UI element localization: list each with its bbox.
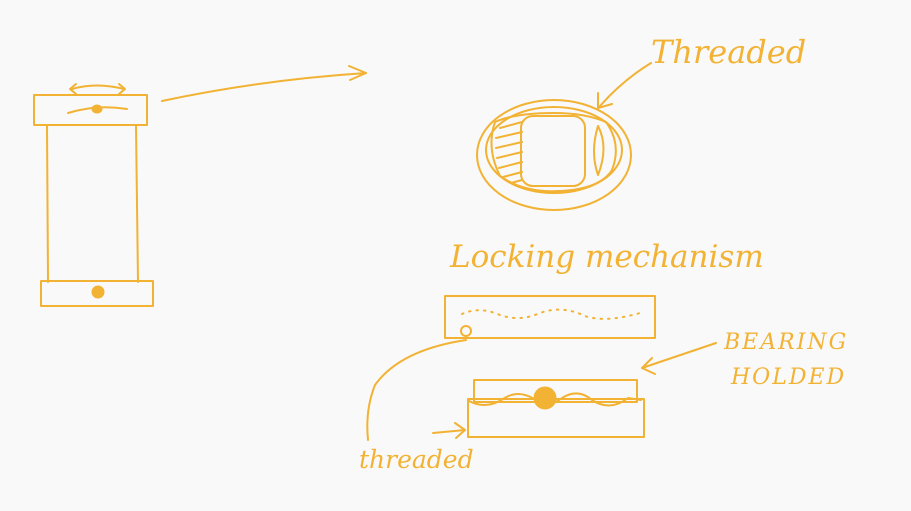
threaded-label-arrow xyxy=(598,63,651,108)
locking-bar-thread-marker xyxy=(461,326,471,336)
label-holded: HOLDED xyxy=(730,365,846,390)
label-locking-mechanism: Locking mechanism xyxy=(449,239,764,275)
threaded-bottom-pointer xyxy=(433,430,465,433)
device-top-cap xyxy=(34,95,147,125)
pointer-arrow-shaft xyxy=(162,73,366,101)
threaded-ring xyxy=(477,100,631,210)
rotation-arrow-icon xyxy=(70,84,125,94)
ring-thread-shading-right xyxy=(594,126,604,175)
label-bearing: BEARING xyxy=(723,330,848,355)
bearing-ball xyxy=(534,387,556,409)
cap-pin-dot xyxy=(92,105,102,113)
threaded-arrow-shaft xyxy=(600,63,651,106)
ring-center-bore xyxy=(521,116,585,186)
device-assembly xyxy=(34,84,153,306)
locking-bar-thread-dots xyxy=(462,310,640,319)
base-pin-dot xyxy=(92,286,104,298)
label-threaded-top: Threaded xyxy=(651,33,806,71)
bearing-holded-arrow-shaft xyxy=(642,343,716,368)
bearing-holded-arrow xyxy=(642,343,716,374)
device-body xyxy=(47,126,138,282)
threaded-bottom-arrow xyxy=(367,340,466,440)
bearing-holder xyxy=(468,380,644,437)
pointer-arrow-right xyxy=(162,66,366,101)
locking-bar xyxy=(445,296,655,338)
threaded-bottom-curve xyxy=(367,340,466,440)
rotation-arc xyxy=(72,86,124,90)
label-threaded-bottom: threaded xyxy=(359,445,474,474)
